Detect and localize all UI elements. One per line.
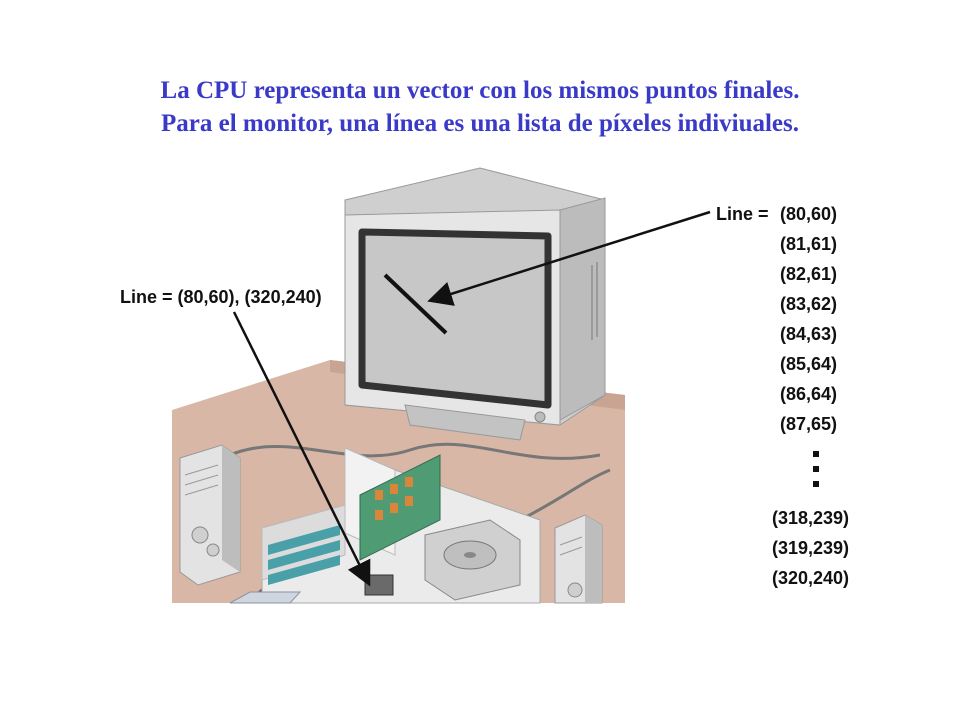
pixel-coordinate: (86,64) — [780, 384, 837, 404]
monitor-pixel-list: Line = (80,60) (81,61) (82,61) (83,62) (… — [716, 204, 849, 588]
memory-modules — [268, 525, 340, 585]
pixel-coordinate: (80,60) — [780, 204, 837, 224]
right-speaker — [554, 514, 603, 604]
pixel-coordinate: (87,65) — [780, 414, 837, 434]
hard-drive — [424, 519, 521, 601]
pixel-coordinate: (319,239) — [772, 538, 849, 558]
title-line-2: Para el monitor, una línea es una lista … — [160, 110, 800, 137]
monitor-line-prefix: Line = — [716, 204, 769, 224]
monitor-screen — [358, 228, 552, 409]
expansion-card — [359, 454, 441, 561]
pixel-coordinate: (82,61) — [780, 264, 837, 284]
cpu-arrow — [232, 311, 371, 587]
title-line-1: La CPU representa un vector con los mism… — [160, 77, 800, 104]
ellipsis-dots — [813, 451, 819, 487]
pixel-coordinate: (83,62) — [780, 294, 837, 314]
pixel-coordinate: (320,240) — [772, 568, 849, 588]
cpu-line-label: Line = (80,60), (320,240) — [120, 287, 322, 307]
pixel-coordinate: (81,61) — [780, 234, 837, 254]
left-speaker — [179, 444, 241, 586]
computer-case — [229, 447, 541, 604]
slide-title: La CPU representa un vector con los mism… — [0, 74, 960, 140]
monitor-arrow — [427, 210, 711, 306]
monitor — [344, 167, 606, 441]
pixel-coordinate: (85,64) — [780, 354, 837, 374]
screen-line — [383, 273, 448, 335]
pixel-coordinate: (318,239) — [772, 508, 849, 528]
cpu-chip — [364, 574, 394, 596]
pixel-coordinate: (84,63) — [780, 324, 837, 344]
